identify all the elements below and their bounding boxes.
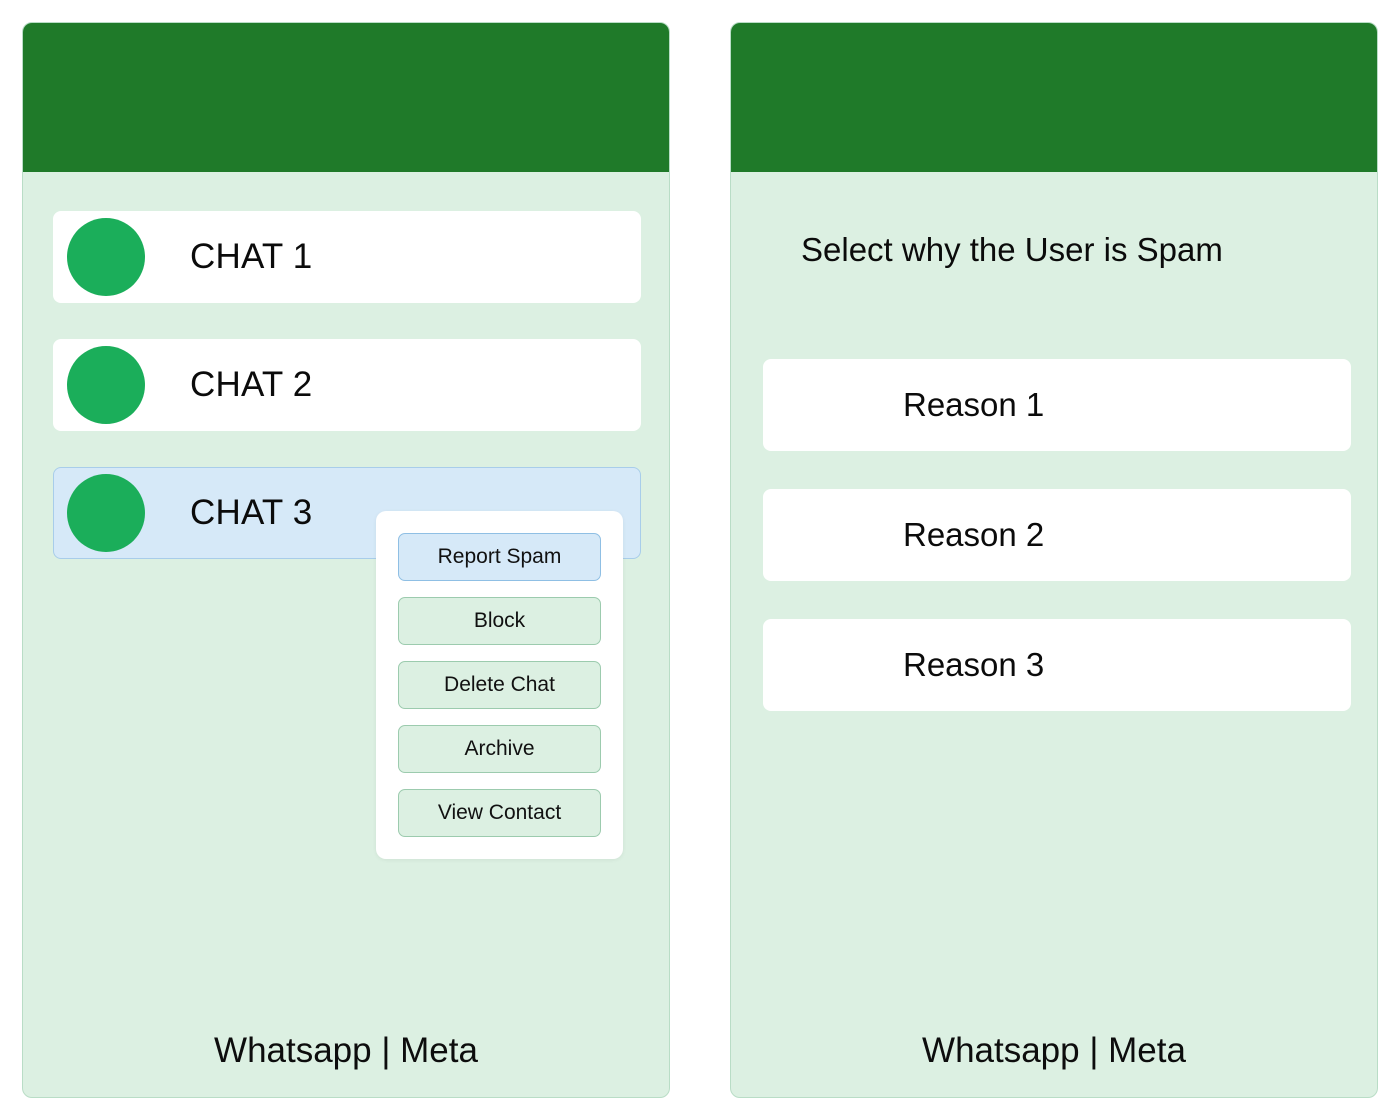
panel-body-right: Select why the User is Spam Reason 1 Rea… [731, 173, 1377, 1097]
chat-context-menu: Report Spam Block Delete Chat Archive Vi… [376, 511, 623, 859]
contact-avatar-icon [67, 218, 145, 296]
app-header-bar-right [731, 23, 1377, 172]
reason-option-label: Reason 2 [903, 516, 1045, 553]
panel-body-left: CHAT 1 CHAT 2 CHAT 3 Report Spam Block D… [23, 173, 669, 1097]
spam-reason-prompt-title: Select why the User is Spam [801, 231, 1223, 268]
app-header-bar-left [23, 23, 669, 172]
brand-footer-right: Whatsapp | Meta [922, 1031, 1186, 1070]
brand-footer-left: Whatsapp | Meta [214, 1031, 478, 1070]
menu-item-report-spam[interactable]: Report Spam [398, 533, 601, 581]
chat-row-label: CHAT 1 [190, 237, 313, 276]
menu-item-block[interactable]: Block [398, 597, 601, 645]
chat-row-1[interactable]: CHAT 1 [53, 211, 641, 303]
phone-panel-chat-list: CHAT 1 CHAT 2 CHAT 3 Report Spam Block D… [22, 22, 670, 1098]
reason-option-2[interactable]: Reason 2 [763, 489, 1351, 581]
contact-avatar-icon [67, 474, 145, 552]
chat-row-label: CHAT 2 [190, 365, 313, 404]
chat-list: CHAT 1 CHAT 2 CHAT 3 [53, 211, 641, 595]
chat-row-2[interactable]: CHAT 2 [53, 339, 641, 431]
reason-option-1[interactable]: Reason 1 [763, 359, 1351, 451]
reason-option-label: Reason 1 [903, 386, 1045, 423]
contact-avatar-icon [67, 346, 145, 424]
spam-reason-list: Reason 1 Reason 2 Reason 3 [763, 359, 1351, 749]
phone-panel-spam-reasons: Select why the User is Spam Reason 1 Rea… [730, 22, 1378, 1098]
reason-option-label: Reason 3 [903, 646, 1045, 683]
menu-item-archive[interactable]: Archive [398, 725, 601, 773]
reason-option-3[interactable]: Reason 3 [763, 619, 1351, 711]
chat-row-label: CHAT 3 [190, 493, 313, 532]
menu-item-view-contact[interactable]: View Contact [398, 789, 601, 837]
menu-item-delete-chat[interactable]: Delete Chat [398, 661, 601, 709]
